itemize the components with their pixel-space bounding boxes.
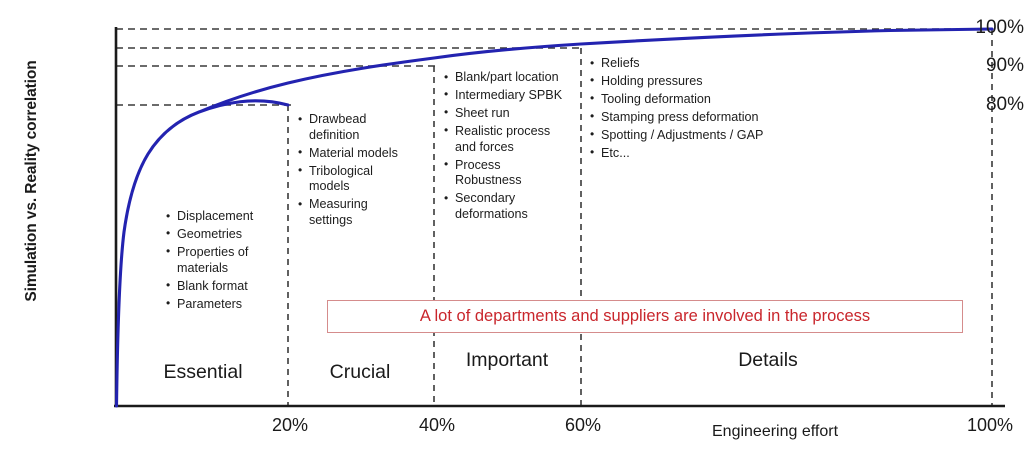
bullet-item: Displacement — [166, 209, 276, 225]
x-axis-title: Engineering effort — [712, 423, 839, 440]
y-tick-90: 90% — [985, 55, 1024, 76]
y-tick-80: 80% — [985, 94, 1024, 115]
bullet-item: Process Robustness — [444, 157, 574, 189]
zone-label-crucial: Crucial — [329, 361, 391, 383]
bullet-item: Reliefs — [590, 56, 830, 72]
correlation-curve — [114, 27, 994, 408]
bullet-group-crucial: Drawbead definition Material models Trib… — [298, 111, 414, 231]
zone-label-details: Details — [738, 349, 798, 371]
bullet-group-essential: Displacement Geometries Properties of ma… — [166, 209, 276, 315]
vertical-gridlines — [287, 29, 993, 406]
x-tick-40: 40% — [418, 415, 456, 435]
bullet-item: Blank/part location — [444, 70, 574, 86]
zone-label-essential: Essential — [163, 361, 243, 383]
bullet-item: Blank format — [166, 278, 276, 295]
bullet-item: Secondary deformations — [444, 191, 574, 222]
bullet-item: Sheet run — [444, 105, 574, 122]
x-tick-60: 60% — [564, 415, 602, 435]
bullet-item: Spotting / Adjustments / GAP — [590, 127, 830, 144]
bullet-item: Geometries — [166, 226, 276, 243]
bullet-item: Realistic process and forces — [444, 123, 574, 155]
bullet-item: Drawbead definition — [298, 111, 414, 143]
callout-box: A lot of departments and suppliers are i… — [327, 300, 963, 333]
bullet-item: Intermediary SPBK — [444, 87, 574, 104]
bullet-item: Stamping press deformation — [590, 109, 830, 126]
bullet-item: Tooling deformation — [590, 91, 830, 108]
bullet-item: Parameters — [166, 296, 276, 313]
bullet-item: Material models — [298, 145, 414, 162]
bullet-group-details: Reliefs Holding pressures Tooling deform… — [590, 56, 830, 164]
bullet-item: Measuring settings — [298, 197, 414, 228]
bullet-item: Etc... — [590, 145, 830, 162]
y-tick-100: 100% — [975, 17, 1024, 38]
bullet-item: Tribological models — [298, 163, 414, 195]
callout-text: A lot of departments and suppliers are i… — [419, 307, 871, 325]
bullet-item: Holding pressures — [590, 73, 830, 90]
x-tick-100: 100% — [966, 415, 1014, 435]
zone-label-important: Important — [465, 349, 549, 371]
bullet-item: Properties of materials — [166, 244, 276, 276]
bullet-group-important: Blank/part location Intermediary SPBK Sh… — [444, 70, 574, 225]
y-axis-title: Simulation vs. Reality correlation — [23, 60, 40, 302]
x-tick-20: 20% — [271, 415, 309, 435]
